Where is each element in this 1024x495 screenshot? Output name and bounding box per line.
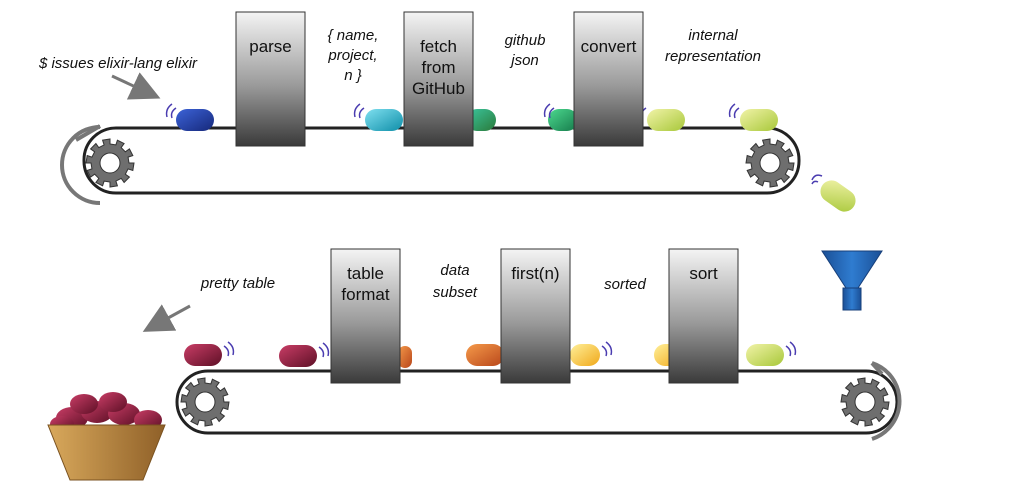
stage-box-sort: sort bbox=[669, 249, 738, 383]
stage-label: table bbox=[347, 264, 384, 283]
stage-label: format bbox=[341, 285, 389, 304]
annotation-sorted: sorted bbox=[604, 276, 646, 293]
svg-text:project,: project, bbox=[327, 47, 377, 64]
stage-label: sort bbox=[689, 264, 718, 283]
stage-box-fetch: fetch from GitHub bbox=[404, 12, 473, 146]
stage-box-parse: parse bbox=[236, 12, 305, 146]
svg-text:data: data bbox=[440, 262, 469, 279]
stage-label: parse bbox=[249, 37, 292, 56]
bean-maroon bbox=[279, 345, 317, 367]
basket-icon bbox=[48, 392, 165, 480]
svg-text:representation: representation bbox=[665, 48, 761, 65]
bean-cyan bbox=[365, 109, 403, 131]
svg-text:github: github bbox=[505, 32, 546, 49]
stage-box-first-n: first(n) bbox=[501, 249, 570, 383]
bean-lime-falling bbox=[816, 176, 860, 216]
bean-orange bbox=[466, 344, 504, 366]
annotation-internal-representation: internal representation bbox=[665, 27, 761, 65]
arrow-icon bbox=[112, 76, 155, 96]
bean-blue bbox=[176, 109, 214, 131]
stage-label: first(n) bbox=[511, 264, 559, 283]
output-text: pretty table bbox=[200, 275, 275, 292]
annotation-data-subset: data subset bbox=[433, 262, 478, 301]
svg-text:n }: n } bbox=[344, 67, 362, 84]
bean-lime bbox=[746, 344, 784, 366]
bean-lime bbox=[647, 109, 685, 131]
svg-text:subset: subset bbox=[433, 284, 478, 301]
bean-lime bbox=[740, 109, 778, 131]
command-text: $ issues elixir-lang elixir bbox=[38, 55, 198, 72]
stage-label: convert bbox=[581, 37, 637, 56]
stage-box-convert: convert bbox=[574, 12, 643, 146]
stage-label: fetch bbox=[420, 37, 457, 56]
stage-label: GitHub bbox=[412, 79, 465, 98]
bean-yellow bbox=[570, 344, 600, 366]
bean-maroon bbox=[184, 344, 222, 366]
annotation-github-json: github json bbox=[505, 32, 546, 69]
svg-text:{ name,: { name, bbox=[328, 27, 379, 44]
arrow-icon bbox=[148, 306, 190, 329]
funnel-icon bbox=[822, 251, 882, 310]
svg-text:json: json bbox=[509, 52, 539, 69]
stage-box-table-format: table format bbox=[331, 249, 400, 383]
svg-text:internal: internal bbox=[688, 27, 738, 44]
stage-label: from bbox=[422, 58, 456, 77]
annotation-name-project-n: { name, project, n } bbox=[327, 27, 378, 84]
